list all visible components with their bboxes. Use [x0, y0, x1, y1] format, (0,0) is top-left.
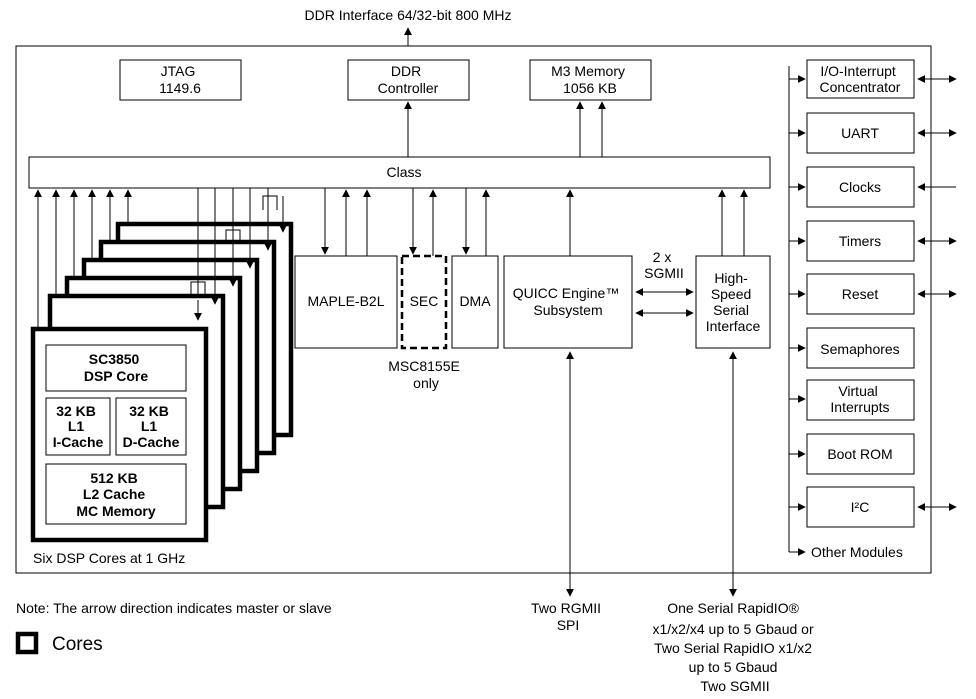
module-semaphores-box [806, 327, 915, 369]
m3-memory-box [529, 59, 652, 101]
ddr-controller-label: DDR Controller [378, 63, 439, 96]
hssi-box [695, 255, 771, 349]
class-bus-label: Class [386, 164, 421, 180]
sec-label: SEC [410, 293, 439, 309]
module-semaphores-label: Semaphores [820, 341, 899, 357]
class-bus [28, 156, 771, 189]
cores-caption: Six DSP Cores at 1 GHz [33, 550, 185, 566]
module-clocks-label: Clocks [839, 179, 881, 195]
legend-cores-label: Cores [52, 634, 103, 655]
l1-dcache-label: 32 KB L1 D-Cache [123, 403, 180, 450]
hssi-label: High- Speed Serial Interface [706, 270, 761, 334]
l1-icache-label: 32 KB L1 I-Cache [53, 403, 104, 450]
l2-cache-box [45, 463, 187, 525]
ddr-controller-box [347, 59, 470, 101]
module-timers-label: Timers [839, 233, 881, 249]
module-io-interrupt-box [806, 59, 915, 99]
module-uart-label: UART [841, 125, 879, 141]
maple-label: MAPLE-B2L [307, 293, 384, 309]
dsp-core-box [45, 344, 187, 392]
module-uart-box [806, 112, 915, 154]
module-i2c-label: I²C [851, 499, 870, 515]
module-io-interrupt-label: I/O-Interrupt Concentrator [820, 63, 901, 95]
dsp-core-label: SC3850 DSP Core [84, 351, 149, 384]
sec-note: MSC8155E only [388, 358, 463, 391]
l1-icache-box [45, 397, 111, 456]
dma-box [451, 255, 499, 349]
rgmii-label: Two RGMII SPI [531, 600, 605, 633]
core-bus-arrows [34, 188, 287, 327]
sgmii-label: 2 x SGMII [644, 249, 684, 281]
note-text: Note: The arrow direction indicates mast… [16, 600, 332, 616]
quicc-label: QUICC Engine™ Subsystem [513, 285, 623, 318]
rapidio-label: One Serial RapidIO® x1/x2/x4 up to 5 Gba… [653, 600, 818, 694]
maple-box [294, 255, 398, 349]
module-reset-label: Reset [842, 286, 879, 302]
module-boot-rom-box [806, 433, 915, 475]
dma-label: DMA [459, 293, 491, 309]
ddr-interface-label: DDR Interface 64/32-bit 800 MHz [305, 7, 512, 23]
legend-cores-swatch [15, 631, 39, 655]
module-clocks-box [806, 166, 915, 208]
l1-dcache-box [115, 397, 187, 456]
l2-cache-label: 512 KB L2 Cache MC Memory [76, 470, 156, 519]
module-virtual-interrupts-label: Virtual Interrupts [830, 383, 889, 415]
m3-memory-label: M3 Memory 1056 KB [551, 63, 629, 96]
module-virtual-interrupts-box [806, 379, 915, 421]
module-boot-rom-label: Boot ROM [827, 446, 892, 462]
other-modules-label: Other Modules [811, 544, 903, 560]
sec-box [400, 254, 448, 350]
module-i2c-box [806, 486, 915, 528]
module-reset-box [806, 273, 915, 315]
quicc-box [503, 255, 633, 349]
modules-column: I/O-Interrupt Concentrator UART Clocks T… [788, 59, 957, 560]
jtag-label: JTAG 1149.6 [159, 63, 201, 96]
module-timers-box [806, 220, 915, 262]
jtag-box [119, 59, 242, 101]
